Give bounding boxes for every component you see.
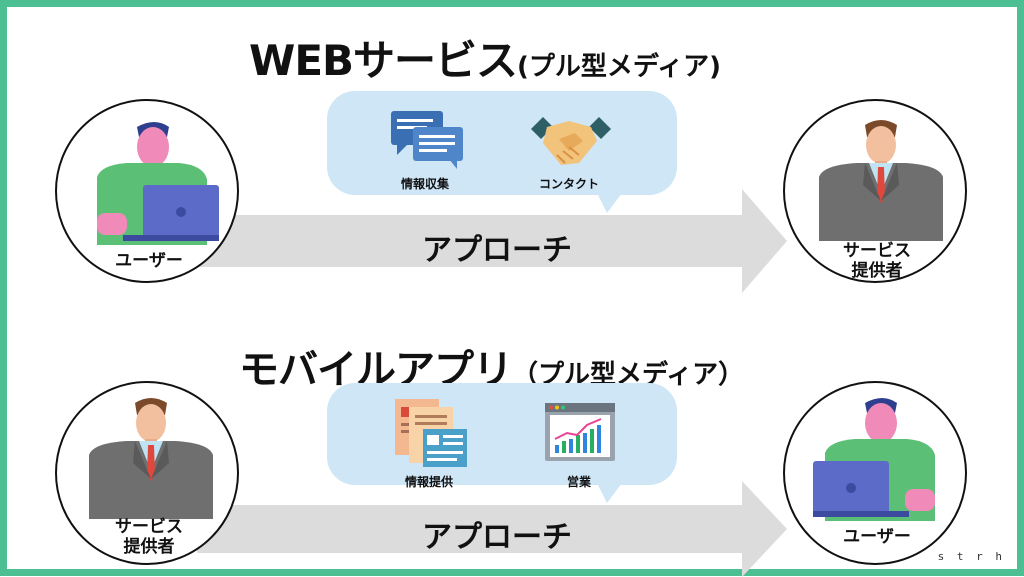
user-laptop-icon [813,398,935,521]
top-right-circle: サービス 提供者 [783,99,967,283]
bottom-left-label-line-2: 提供者 [123,537,175,557]
bottom-left-circle: サービス 提供者 [55,381,239,565]
bottom-right-circle: ユーザー [783,381,967,565]
bottom-bubble-item-2: 営業 [566,475,591,489]
bottom-right-label: ユーザー [843,527,911,547]
top-title-sub: (プル型メディア) [517,52,721,82]
user-laptop-icon [97,122,219,245]
chat-icon [391,111,463,169]
top-title: WEBサービス(プル型メディア) [249,27,721,88]
bottom-arrow [197,481,787,577]
top-left-label: ユーザー [115,251,183,271]
top-arrow [197,189,787,293]
top-bubble-item-2: コンタクト [538,177,599,191]
top-right-label: サービス 提供者 [785,241,965,281]
watermark: s t r h [937,550,1005,563]
top-speech-bubble [327,91,677,213]
bottom-left-label: サービス 提供者 [57,517,237,557]
bottom-arrow-label: アプローチ [422,520,572,555]
top-right-label-line-2: 提供者 [851,261,903,281]
bottom-left-label-line-1: サービス [115,517,183,537]
top-arrow-label: アプローチ [422,233,572,268]
top-bubble-item-1: 情報収集 [400,177,449,191]
top-title-main: WEBサービス [249,36,518,85]
businessman-icon [819,120,943,241]
document-icon [395,399,467,467]
top-left-circle: ユーザー [55,99,239,283]
businessman-icon [89,398,213,519]
bottom-bubble-item-1: 情報提供 [404,475,453,489]
growth-chart-icon [545,403,615,461]
top-right-label-line-1: サービス [843,241,911,261]
handshake-icon [531,117,611,165]
